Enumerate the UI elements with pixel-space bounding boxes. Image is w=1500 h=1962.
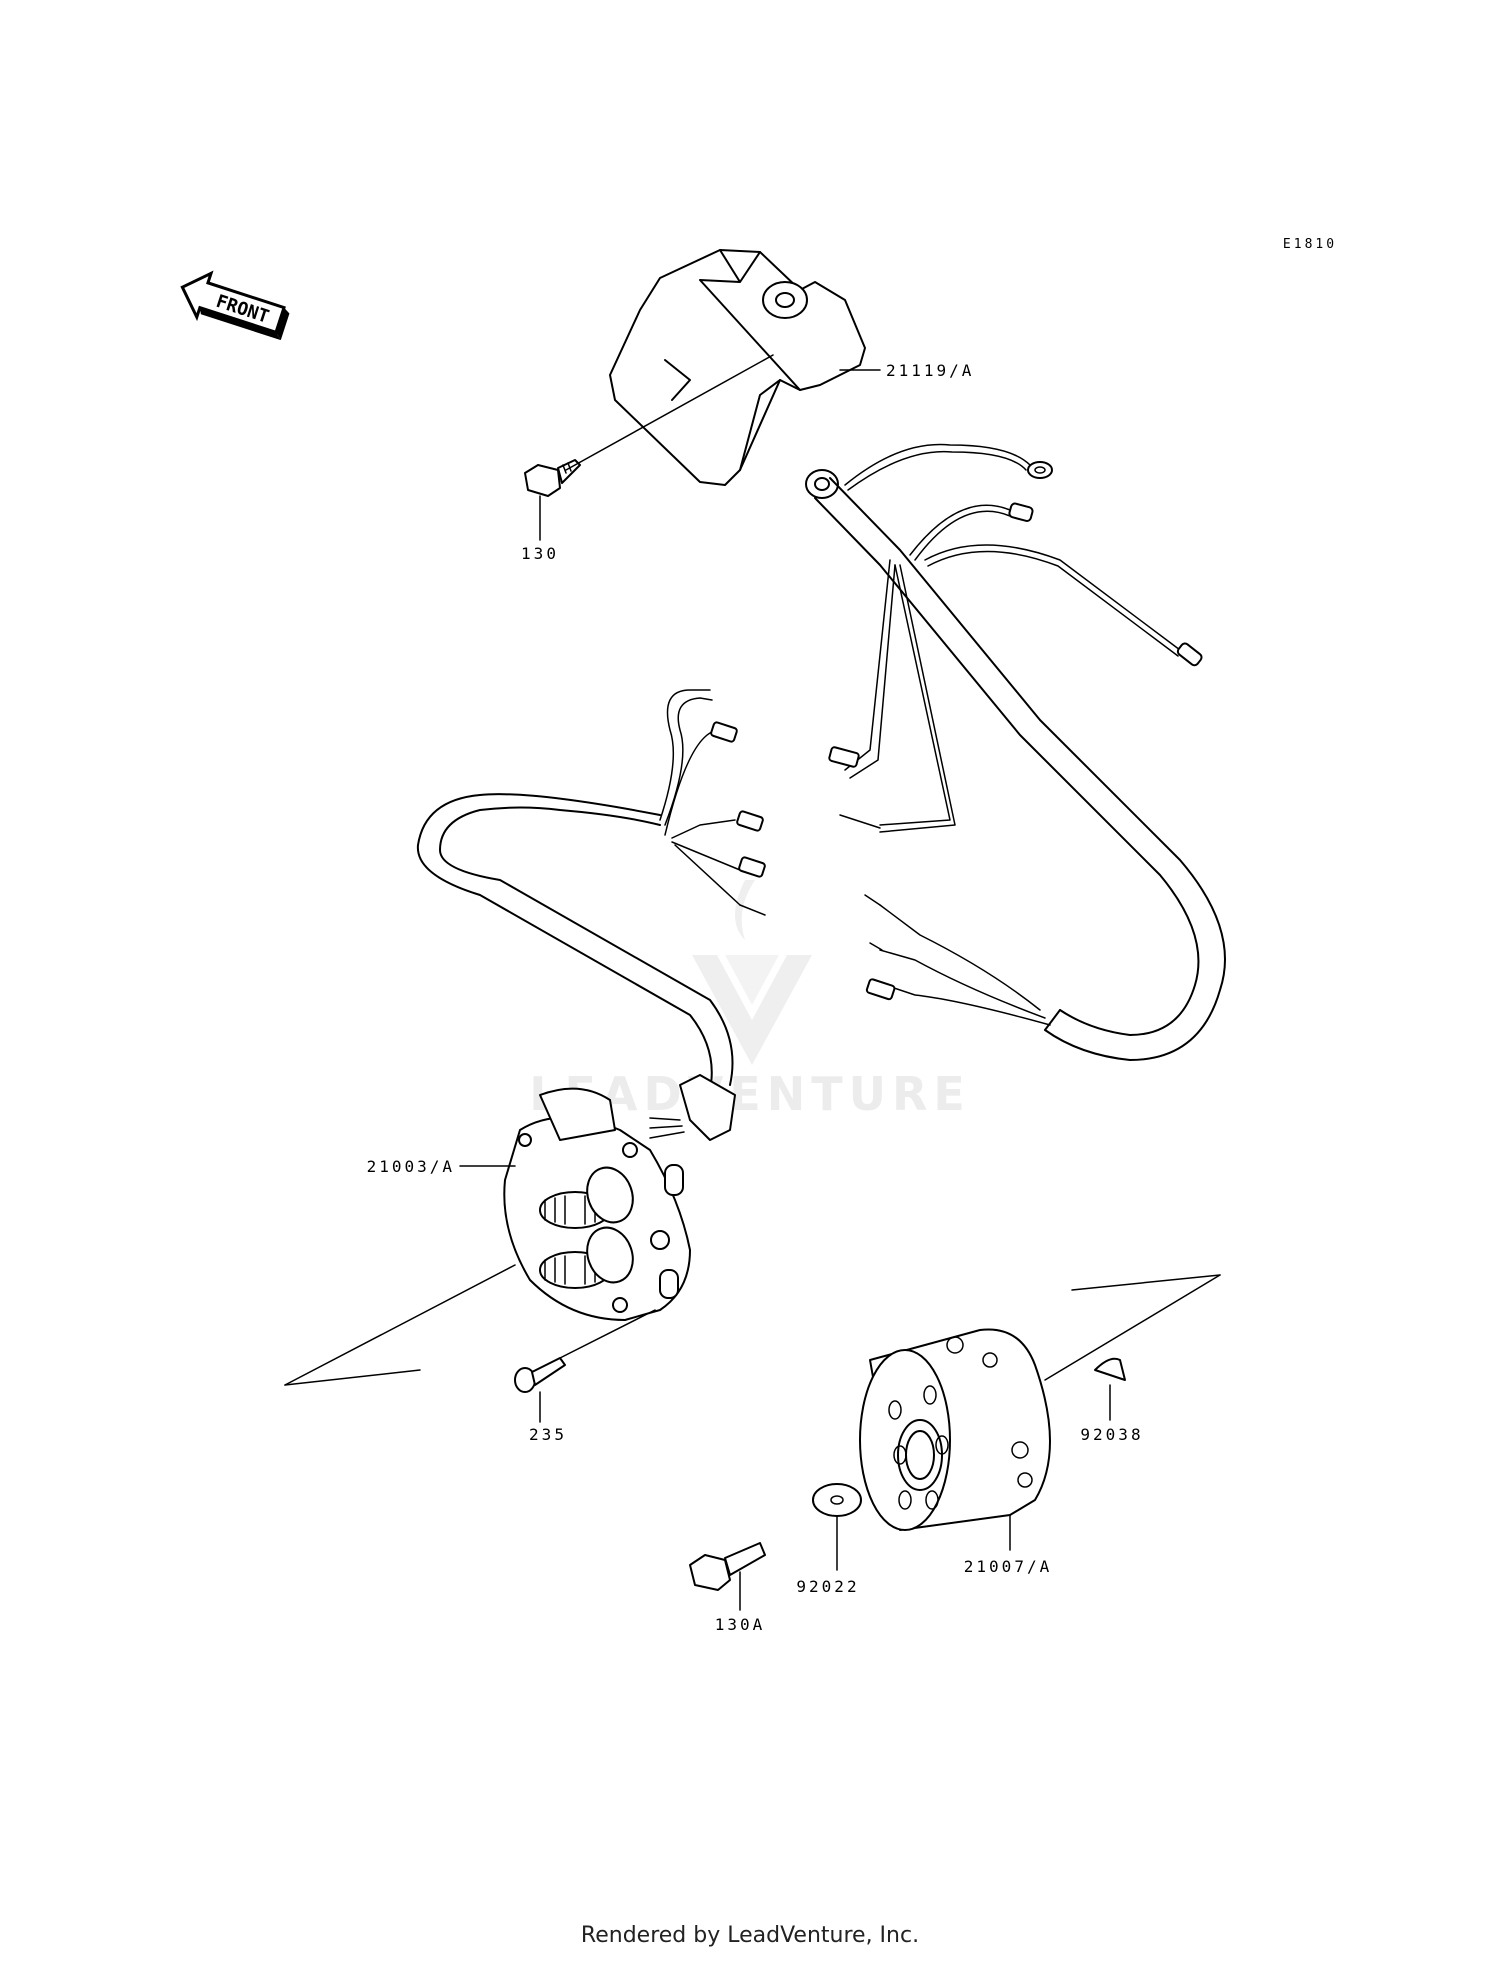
watermark: LEADVENTURE <box>529 880 965 1121</box>
washer <box>812 1483 862 1517</box>
part-label-21007-a: 21007/A <box>964 1557 1052 1576</box>
footer-credit: Rendered by LeadVenture, Inc. <box>581 1923 919 1948</box>
part-label-130a: 130A <box>715 1615 766 1634</box>
stator <box>503 1087 691 1321</box>
part-label-92038: 92038 <box>1080 1425 1143 1444</box>
wire-harness <box>416 443 1226 1141</box>
part-label-235: 235 <box>529 1425 567 1444</box>
part-label-21003-a: 21003/A <box>367 1157 455 1176</box>
front-arrow-icon: FRONT <box>180 270 290 341</box>
cdi-unit <box>609 249 866 499</box>
woodruff-key <box>1094 1357 1126 1381</box>
part-label-21119-a: 21119/A <box>886 361 974 380</box>
part-label-130: 130 <box>521 544 559 563</box>
part-label-92022: 92022 <box>796 1577 859 1596</box>
flywheel-rotor <box>859 1328 1051 1531</box>
screw-stator <box>514 1357 566 1393</box>
reference-code: E1810 <box>1283 237 1337 252</box>
bolt-flywheel <box>689 1542 766 1591</box>
leader-lines <box>284 354 1221 1611</box>
bolt-cdi <box>524 459 581 497</box>
